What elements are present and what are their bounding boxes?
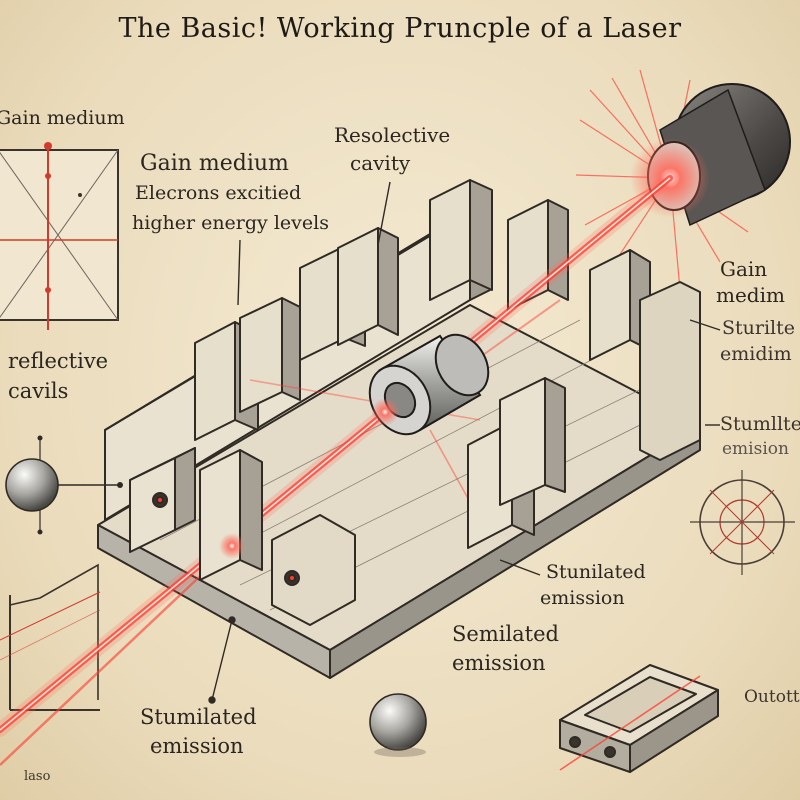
- mirror-sphere-icon: [5, 435, 427, 757]
- laser-beam: [0, 171, 677, 766]
- label-reflective: reflective: [8, 349, 109, 373]
- leader-lines: [208, 181, 721, 704]
- gain-medium-cylinder-icon: [368, 333, 490, 436]
- label-cavils: cavils: [8, 379, 69, 403]
- cavity-pillars-front: [129, 377, 566, 626]
- label-medim-right: medim: [716, 283, 785, 307]
- crosshair-target-icon: [690, 470, 795, 575]
- label-emission-2: emission: [452, 651, 546, 675]
- label-gain-medium-topleft: Gain medium: [0, 107, 125, 129]
- label-emision: emision: [722, 439, 789, 459]
- label-emission-1: emission: [540, 587, 625, 609]
- label-output: Outott: [744, 687, 800, 707]
- label-resolective: Resolective: [334, 123, 451, 147]
- label-sturilte: Sturilte: [722, 317, 796, 339]
- label-electrons-excited: Elecrons excitied: [135, 182, 302, 204]
- label-stumllte: Stumllte: [720, 413, 800, 435]
- page-title: The Basic! Working Pruncple of a Laser: [118, 13, 682, 44]
- label-higher-energy: higher energy levels: [132, 212, 329, 234]
- label-gain-right: Gain: [720, 257, 768, 281]
- gain-medium-inset: [0, 142, 119, 330]
- label-gain-medium-center: Gain medium: [140, 151, 289, 176]
- label-stunilated: Stunilated: [546, 561, 646, 583]
- label-laso: laso: [24, 769, 51, 784]
- label-stumilated: Stumilated: [140, 705, 257, 729]
- cavity-pillars-back: [194, 179, 701, 461]
- label-emission-3: emission: [150, 734, 244, 758]
- emission-graph: [0, 563, 101, 711]
- label-semilated: Semilated: [452, 622, 559, 646]
- label-cavity: cavity: [350, 151, 411, 175]
- label-emidim: emidim: [720, 343, 792, 365]
- output-coupler-icon: [559, 664, 719, 773]
- laser-source-icon: [575, 69, 791, 291]
